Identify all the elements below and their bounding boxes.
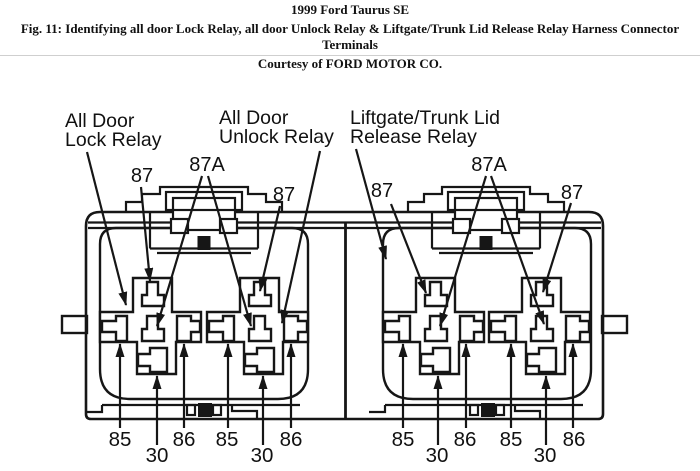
- leader-arrows: [85, 148, 578, 445]
- terminal-label-85: 85: [500, 428, 523, 451]
- terminal-85: [383, 314, 412, 343]
- left-mount-tab: [60, 314, 89, 335]
- liftgate-relay-arrow: [354, 148, 388, 260]
- strip-notch: [185, 403, 197, 417]
- strip-step-right: [230, 405, 259, 419]
- bottom-key: [198, 403, 212, 417]
- page-title: 1999 Ford Taurus SE: [290, 2, 410, 17]
- latch-key: [197, 236, 211, 250]
- terminal-label-87a: 87A: [189, 154, 225, 176]
- liftgate-trunk-lid-release-relay-label-line1: Liftgate/Trunk Lid: [350, 107, 500, 129]
- relay-socket-1: [98, 276, 203, 376]
- courtesy-line: Courtesy of FORD MOTOR CO.: [257, 56, 443, 71]
- terminal-label-30: 30: [146, 444, 169, 467]
- terminal-label-86: 86: [173, 428, 196, 451]
- header-divider: [0, 55, 700, 56]
- relay-socket-4: [487, 276, 592, 376]
- 87-arrow-socket3: [389, 203, 428, 294]
- terminal-30: [525, 346, 558, 374]
- latch-notch: [451, 217, 472, 235]
- bottom-strip-2: [369, 403, 583, 419]
- terminal-label-87a: 87A: [471, 154, 507, 176]
- bottom-strip-1: [86, 403, 300, 419]
- latch-tower-2: [406, 185, 566, 255]
- latch-outer-box: [446, 190, 526, 212]
- strip-notch: [468, 403, 480, 417]
- terminal-label-30: 30: [251, 444, 274, 467]
- all-door-unlock-relay-label-line2: Unlock Relay: [219, 126, 334, 148]
- terminal-86: [458, 314, 485, 343]
- bay-inner-wall-2: [381, 226, 593, 401]
- 87a-arrow-socket4: [489, 175, 546, 325]
- terminal-87a: [247, 314, 273, 343]
- 87a-arrow-socket2: [206, 175, 253, 327]
- right-mount-tab: [600, 314, 629, 335]
- terminal-86: [175, 314, 202, 343]
- figure-caption: Fig. 11: Identifying all door Lock Relay…: [20, 21, 680, 52]
- terminal-30: [243, 346, 276, 374]
- terminal-label-87: 87: [561, 182, 583, 204]
- terminal-label-85: 85: [109, 428, 132, 451]
- terminal-label-30: 30: [426, 444, 449, 467]
- terminal-30: [419, 346, 452, 374]
- all-door-lock-relay-label-line1: All Door: [65, 110, 135, 132]
- terminal-label-87: 87: [273, 184, 295, 206]
- 87-arrow-socket2: [258, 205, 282, 292]
- latch-profile: [124, 185, 284, 212]
- latch-outer-box: [164, 190, 244, 212]
- terminal-86: [564, 314, 591, 343]
- terminal-label-87: 87: [371, 180, 393, 202]
- 87a-arrow-socket1: [155, 175, 204, 327]
- latch-key: [479, 236, 493, 250]
- terminal-label-30: 30: [534, 444, 557, 467]
- strip-step-right: [513, 405, 542, 419]
- strip-notch: [211, 403, 223, 417]
- bay-inner-wall-1: [98, 226, 310, 401]
- terminal-85: [100, 314, 129, 343]
- terminal-85: [207, 314, 236, 343]
- strip-notch: [494, 403, 506, 417]
- liftgate-trunk-lid-release-relay-label-line2: Release Relay: [350, 126, 477, 148]
- latch-flanks: [430, 212, 542, 249]
- terminal-label-86: 86: [563, 428, 586, 451]
- all-door-lock-relay-label-line2: Lock Relay: [65, 129, 162, 151]
- 87a-arrow-socket3: [438, 175, 488, 327]
- relay-socket-3: [381, 276, 486, 376]
- bottom-key: [481, 403, 495, 417]
- 87-arrow-socket4: [541, 202, 573, 293]
- terminal-label-87: 87: [131, 165, 153, 187]
- terminal-label-85: 85: [392, 428, 415, 451]
- outer-shell: [84, 210, 605, 421]
- strip-step-left: [369, 405, 387, 414]
- terminal-label-86: 86: [454, 428, 477, 451]
- terminal-label-85: 85: [216, 428, 239, 451]
- latch-tower-1: [124, 185, 284, 255]
- terminal-86: [282, 314, 309, 343]
- 87-arrow-socket1: [139, 186, 154, 282]
- terminal-label-86: 86: [280, 428, 303, 451]
- unlock-relay-arrow: [280, 150, 322, 324]
- terminal-30: [136, 346, 169, 374]
- latch-profile: [406, 185, 566, 212]
- lock-relay-arrow: [85, 151, 128, 306]
- terminal-85: [489, 314, 518, 343]
- latch-flanks: [148, 212, 260, 249]
- figure-header: 1999 Ford Taurus SE Fig. 11: Identifying…: [0, 0, 700, 72]
- strip-step-left: [86, 405, 104, 414]
- all-door-unlock-relay-label-line1: All Door: [219, 107, 289, 129]
- relay-socket-2: [205, 276, 310, 376]
